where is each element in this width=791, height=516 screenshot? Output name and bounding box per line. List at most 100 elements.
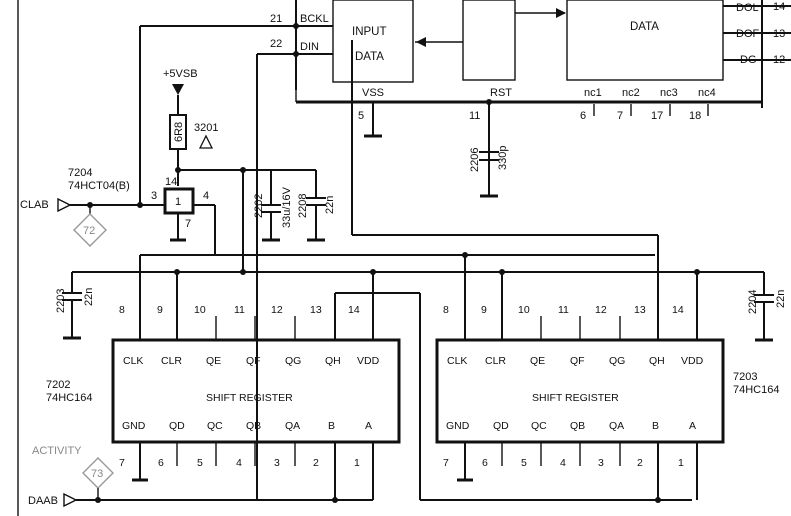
pin-number: 2 bbox=[313, 457, 319, 469]
pin-label: QC bbox=[207, 420, 223, 432]
pin-label: GND bbox=[122, 420, 146, 432]
cap-value: 22n bbox=[83, 288, 95, 306]
pin-label: QH bbox=[325, 355, 341, 367]
test-point-label: 73 bbox=[91, 468, 103, 480]
pin-label: 5 bbox=[358, 110, 364, 122]
pin-label: A bbox=[689, 420, 696, 432]
pin-label: 7 bbox=[185, 218, 191, 230]
pin-label: VDD bbox=[681, 355, 704, 367]
pin-label: 3 bbox=[151, 190, 157, 202]
pin-label: QB bbox=[246, 420, 261, 432]
pin-number: 6 bbox=[482, 457, 488, 469]
pin-label: CLK bbox=[447, 355, 467, 367]
cap-ref: 2206 bbox=[469, 148, 481, 172]
pin-number: 2 bbox=[637, 457, 643, 469]
pin-number: 10 bbox=[518, 304, 530, 316]
pin-label: QB bbox=[570, 420, 585, 432]
pin-label: VDD bbox=[357, 355, 380, 367]
chip-title: SHIFT REGISTER bbox=[532, 392, 619, 404]
pin-label: QA bbox=[609, 420, 624, 432]
chip-title: SHIFT REGISTER bbox=[206, 392, 293, 404]
pin-label: QE bbox=[530, 355, 545, 367]
junction-dot bbox=[137, 202, 143, 208]
pin-number: 8 bbox=[443, 304, 449, 316]
chip-part: 74HC164 bbox=[46, 392, 92, 404]
pin-number: 4 bbox=[236, 457, 242, 469]
junction-dot bbox=[240, 269, 246, 275]
junction-dot bbox=[293, 23, 299, 29]
cap-ref: 2204 bbox=[747, 290, 759, 314]
chip-ref: 7202 bbox=[46, 379, 70, 391]
arrow-head bbox=[416, 37, 426, 47]
pin-label: QF bbox=[246, 355, 261, 367]
pin-label: QD bbox=[493, 420, 509, 432]
pin-label: QG bbox=[609, 355, 625, 367]
gate-inside: 1 bbox=[175, 196, 181, 208]
pin-number: 12 bbox=[595, 304, 607, 316]
nc-label: nc1 bbox=[584, 87, 602, 99]
pin-label: CLR bbox=[161, 355, 182, 367]
cap-ref: 2203 bbox=[55, 289, 67, 313]
pin-label: B bbox=[328, 420, 335, 432]
pin-number: 8 bbox=[119, 304, 125, 316]
cap-value: 330p bbox=[497, 146, 509, 170]
pin-label: A bbox=[365, 420, 372, 432]
pin-label: QE bbox=[206, 355, 221, 367]
junction-dot bbox=[655, 497, 661, 503]
chip-part: 74HC164 bbox=[733, 384, 779, 396]
daab-label: DAAB bbox=[28, 495, 58, 507]
pin-label: 21 bbox=[270, 13, 282, 25]
junction-dot bbox=[175, 167, 181, 173]
junction-dot bbox=[462, 252, 468, 258]
pin-number: 12 bbox=[271, 304, 283, 316]
signal-label: BCKL bbox=[300, 13, 329, 25]
pin-number: 5 bbox=[521, 457, 527, 469]
input-arrow bbox=[57, 197, 72, 213]
pin-number: 7 bbox=[443, 457, 449, 469]
pin-number: 14 bbox=[348, 304, 360, 316]
junction-dot bbox=[174, 269, 180, 275]
pin-label: 17 bbox=[651, 110, 663, 122]
pin-label: QC bbox=[531, 420, 547, 432]
nc-label: nc4 bbox=[698, 87, 716, 99]
cap-value: 22n bbox=[775, 290, 787, 308]
input-data-block bbox=[332, 0, 414, 83]
pin-label: QD bbox=[169, 420, 185, 432]
pin-number: 9 bbox=[481, 304, 487, 316]
pin-label: B bbox=[652, 420, 659, 432]
pin-label: 7 bbox=[617, 110, 623, 122]
pin-label: 11 bbox=[469, 110, 480, 122]
cap-ref: 2202 bbox=[253, 194, 265, 218]
test-point-label: 72 bbox=[83, 225, 95, 237]
supply-label: +5VSB bbox=[163, 68, 198, 80]
signal-label: DOL bbox=[736, 2, 759, 14]
junction-dot bbox=[293, 51, 299, 57]
pin-number: 1 bbox=[354, 457, 360, 469]
pin-label: 12 bbox=[773, 54, 785, 66]
rst-label: RST bbox=[490, 87, 512, 99]
control-block bbox=[462, 0, 516, 81]
vss-label: VSS bbox=[362, 87, 384, 99]
test-point-72 bbox=[73, 213, 107, 247]
input-block-text: INPUT bbox=[352, 26, 387, 38]
output-block-text: DATA bbox=[630, 21, 659, 33]
resistor-ref: 3201 bbox=[194, 122, 218, 134]
arrow-head bbox=[556, 8, 566, 18]
junction-dot bbox=[486, 99, 492, 105]
cap-value: 33u/16V bbox=[281, 186, 293, 228]
input-block-text: DATA bbox=[355, 51, 384, 63]
pin-label: 18 bbox=[689, 110, 701, 122]
input-arrow bbox=[63, 492, 78, 508]
pin-number: 11 bbox=[234, 304, 245, 316]
pin-label: CLR bbox=[485, 355, 506, 367]
pin-number: 6 bbox=[158, 457, 164, 469]
pin-number: 10 bbox=[194, 304, 206, 316]
shift-register-7202 bbox=[111, 338, 401, 444]
pin-label: 13 bbox=[773, 28, 785, 40]
junction-dot bbox=[370, 269, 376, 275]
pin-number: 3 bbox=[598, 457, 604, 469]
pin-label: QH bbox=[649, 355, 665, 367]
pin-number: 11 bbox=[558, 304, 569, 316]
signal-label: DOF bbox=[736, 28, 760, 40]
